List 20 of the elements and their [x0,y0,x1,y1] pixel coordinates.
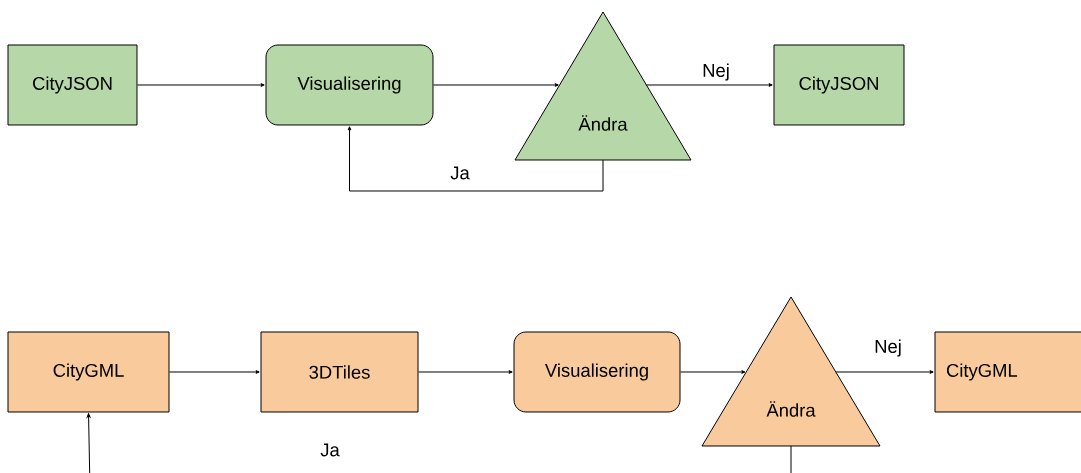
edge-label: Ja [319,442,341,458]
rounded-box: Visualisering [265,44,434,126]
decision-triangle: Ändra [514,11,692,161]
arrow [169,370,260,374]
process-box: CityJSON [773,44,905,126]
rounded-box: Visualisering [513,331,681,413]
arrow [347,126,604,192]
arrow [645,83,773,87]
edge-label: Nej [701,62,731,82]
process-box: CityGML [934,331,1081,413]
process-box: CityGML [7,331,170,413]
edge-label: Ja [449,165,471,181]
arrow [137,83,265,87]
arrow [418,370,513,374]
arrow [835,370,934,374]
arrow [433,83,559,87]
process-box: 3DTiles [260,331,419,413]
process-box: CityJSON [7,44,138,126]
arrow [86,413,792,473]
arrow [680,370,746,374]
